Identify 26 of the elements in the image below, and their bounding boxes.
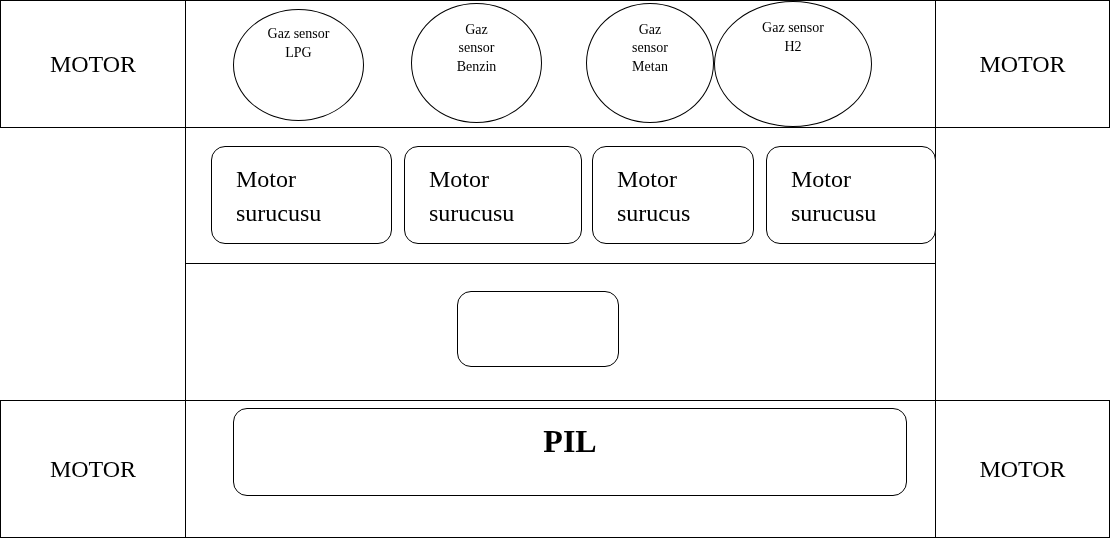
motor-box xyxy=(935,0,1110,128)
driver-label: Motor surucusu xyxy=(791,165,878,228)
motor-box xyxy=(0,0,186,128)
motor-driver-box xyxy=(404,146,582,244)
motor-label: MOTOR xyxy=(48,50,138,78)
battery-box xyxy=(233,408,907,496)
motor-label: MOTOR xyxy=(48,455,138,483)
section-panel xyxy=(185,263,936,401)
sensor-label: Gaz sensor H2 xyxy=(761,19,825,57)
sensor-label: Gaz sensor Metan xyxy=(631,20,669,77)
motor-driver-box xyxy=(766,146,936,244)
driver-label: Motor surucusu xyxy=(429,165,516,228)
motor-driver-box xyxy=(211,146,392,244)
motor-label: MOTOR xyxy=(978,455,1067,483)
motor-driver-box xyxy=(592,146,754,244)
sensor-label: Gaz sensor LPG xyxy=(266,25,331,63)
motor-box xyxy=(0,400,186,538)
sensor-label: Gaz sensor Benzin xyxy=(455,20,498,77)
motor-box xyxy=(935,400,1110,538)
driver-label: Motor surucus xyxy=(617,165,692,228)
block-label: PIL xyxy=(542,423,598,460)
section-panel xyxy=(185,0,936,128)
motor-label: MOTOR xyxy=(978,50,1067,78)
driver-label: Motor surucusu xyxy=(236,165,323,228)
section-panel xyxy=(185,127,936,264)
controller-box xyxy=(457,291,619,367)
